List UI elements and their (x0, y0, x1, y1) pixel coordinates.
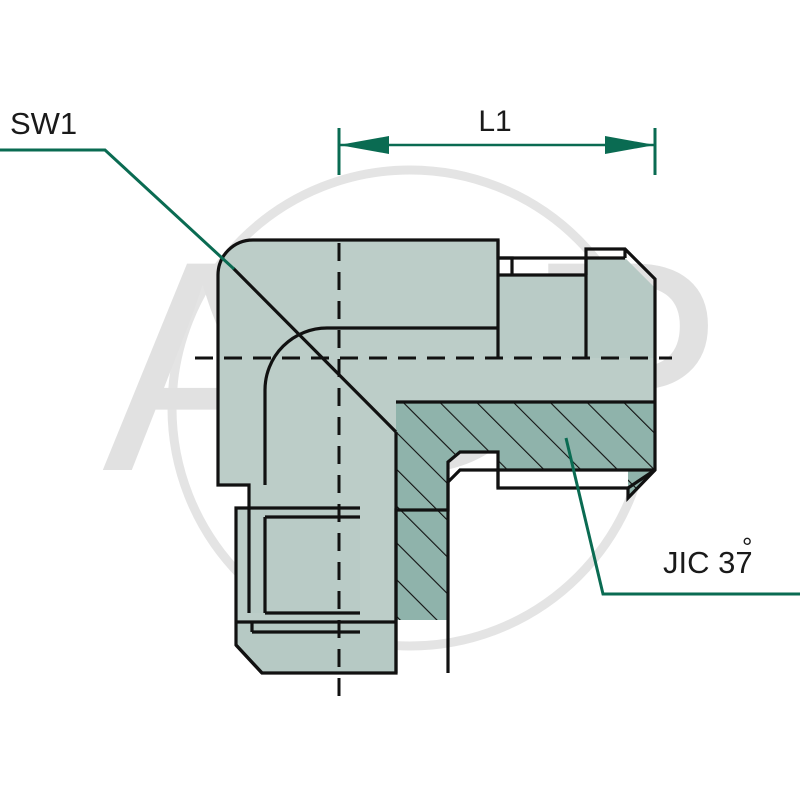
sw1-label: SW1 (10, 106, 77, 141)
sw1-leader-line (0, 148, 236, 271)
centerlines-group (195, 243, 672, 697)
jic-label: JIC 37 (663, 545, 753, 580)
l1-arrow-left (339, 136, 389, 154)
vertical-nose-panel-fill (236, 622, 396, 673)
horizontal-section-hatch (396, 402, 655, 497)
l1-arrow-right (605, 136, 655, 154)
leader-sw1-group: SW1 (0, 106, 236, 271)
l1-label: L1 (478, 105, 511, 138)
jic-leader-line (564, 437, 800, 596)
elbow-inner-bore-profile (263, 326, 498, 485)
thread-upper-panel-fill (498, 275, 586, 358)
section-inner-wall (446, 450, 628, 482)
bottom-chamfer-left (234, 643, 264, 675)
leader-jic-group: JIC 37 ° (564, 437, 800, 596)
vertical-step-panel-fill (249, 508, 360, 613)
right-nose-chamfer-lower (627, 468, 656, 490)
thread-nose-panel-fill (586, 258, 655, 358)
elbow-section-diagonal (231, 266, 398, 434)
fitting-outlines (216, 238, 657, 675)
fitting-outer-silhouette (216, 238, 657, 675)
dimension-l1-group: L1 (337, 105, 657, 175)
jic-degree-symbol: ° (742, 532, 752, 562)
thread-shoulder-step (498, 256, 514, 275)
bore-void-cover (396, 482, 448, 620)
